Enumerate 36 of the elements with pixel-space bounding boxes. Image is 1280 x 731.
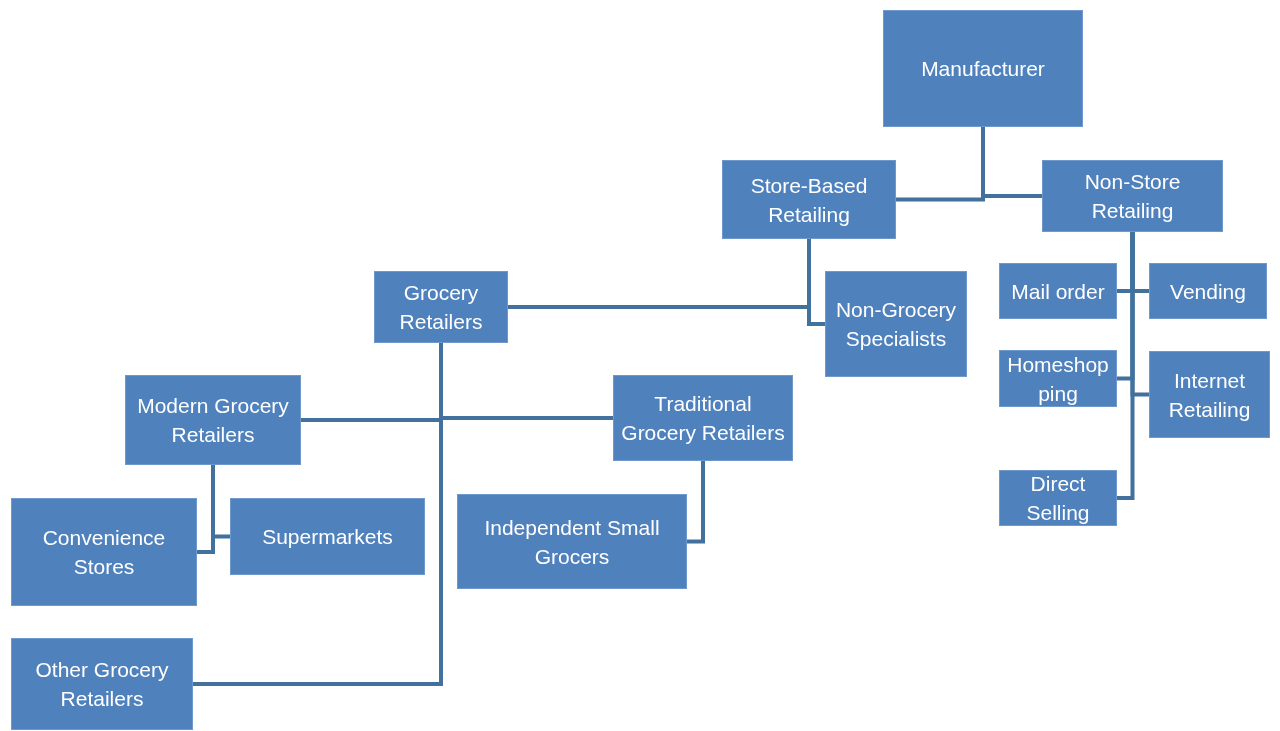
category-box: [1149, 263, 1267, 319]
box-label: Mail order: [1010, 278, 1106, 305]
category-box: [1149, 351, 1270, 438]
box-label: Modern Grocery Retailers: [136, 393, 290, 448]
connector-line: [687, 461, 705, 544]
box-label: Direct Selling: [1025, 471, 1091, 526]
category-box: [230, 498, 425, 575]
connector-line: [981, 127, 1042, 198]
category-box: [825, 271, 967, 377]
category-box: [11, 638, 193, 730]
category-box: [999, 263, 1117, 319]
box-label: Vending: [1169, 278, 1247, 305]
connector-line: [211, 465, 230, 539]
connector-line: [807, 239, 825, 326]
box-label: Other Grocery Retailers: [34, 657, 170, 712]
category-box: [125, 375, 301, 465]
category-box: [1042, 160, 1223, 232]
category-box: [613, 375, 793, 461]
box-label: Convenience Stores: [41, 525, 167, 580]
category-box: [999, 470, 1117, 526]
box-label: Grocery Retailers: [398, 280, 484, 335]
box-label: Internet Retailing: [1167, 367, 1252, 423]
connector-line: [1117, 232, 1135, 500]
category-box: [457, 494, 687, 589]
box-label: Non-Grocery Specialists: [834, 297, 958, 352]
box-label: Non-Store Retailing: [1083, 169, 1182, 224]
category-box: [722, 160, 896, 239]
box-label: Homeshopping: [1006, 351, 1110, 407]
category-box: [883, 10, 1083, 127]
box-label: Independent Small Grocers: [483, 514, 661, 570]
box-label: Traditional Grocery Retailers: [620, 391, 786, 446]
box-label: Store-Based Retailing: [749, 172, 869, 228]
box-label: Supermarkets: [261, 524, 394, 550]
box-label: Manufacturer: [920, 56, 1046, 82]
category-box: [374, 271, 508, 343]
category-box: [11, 498, 197, 606]
